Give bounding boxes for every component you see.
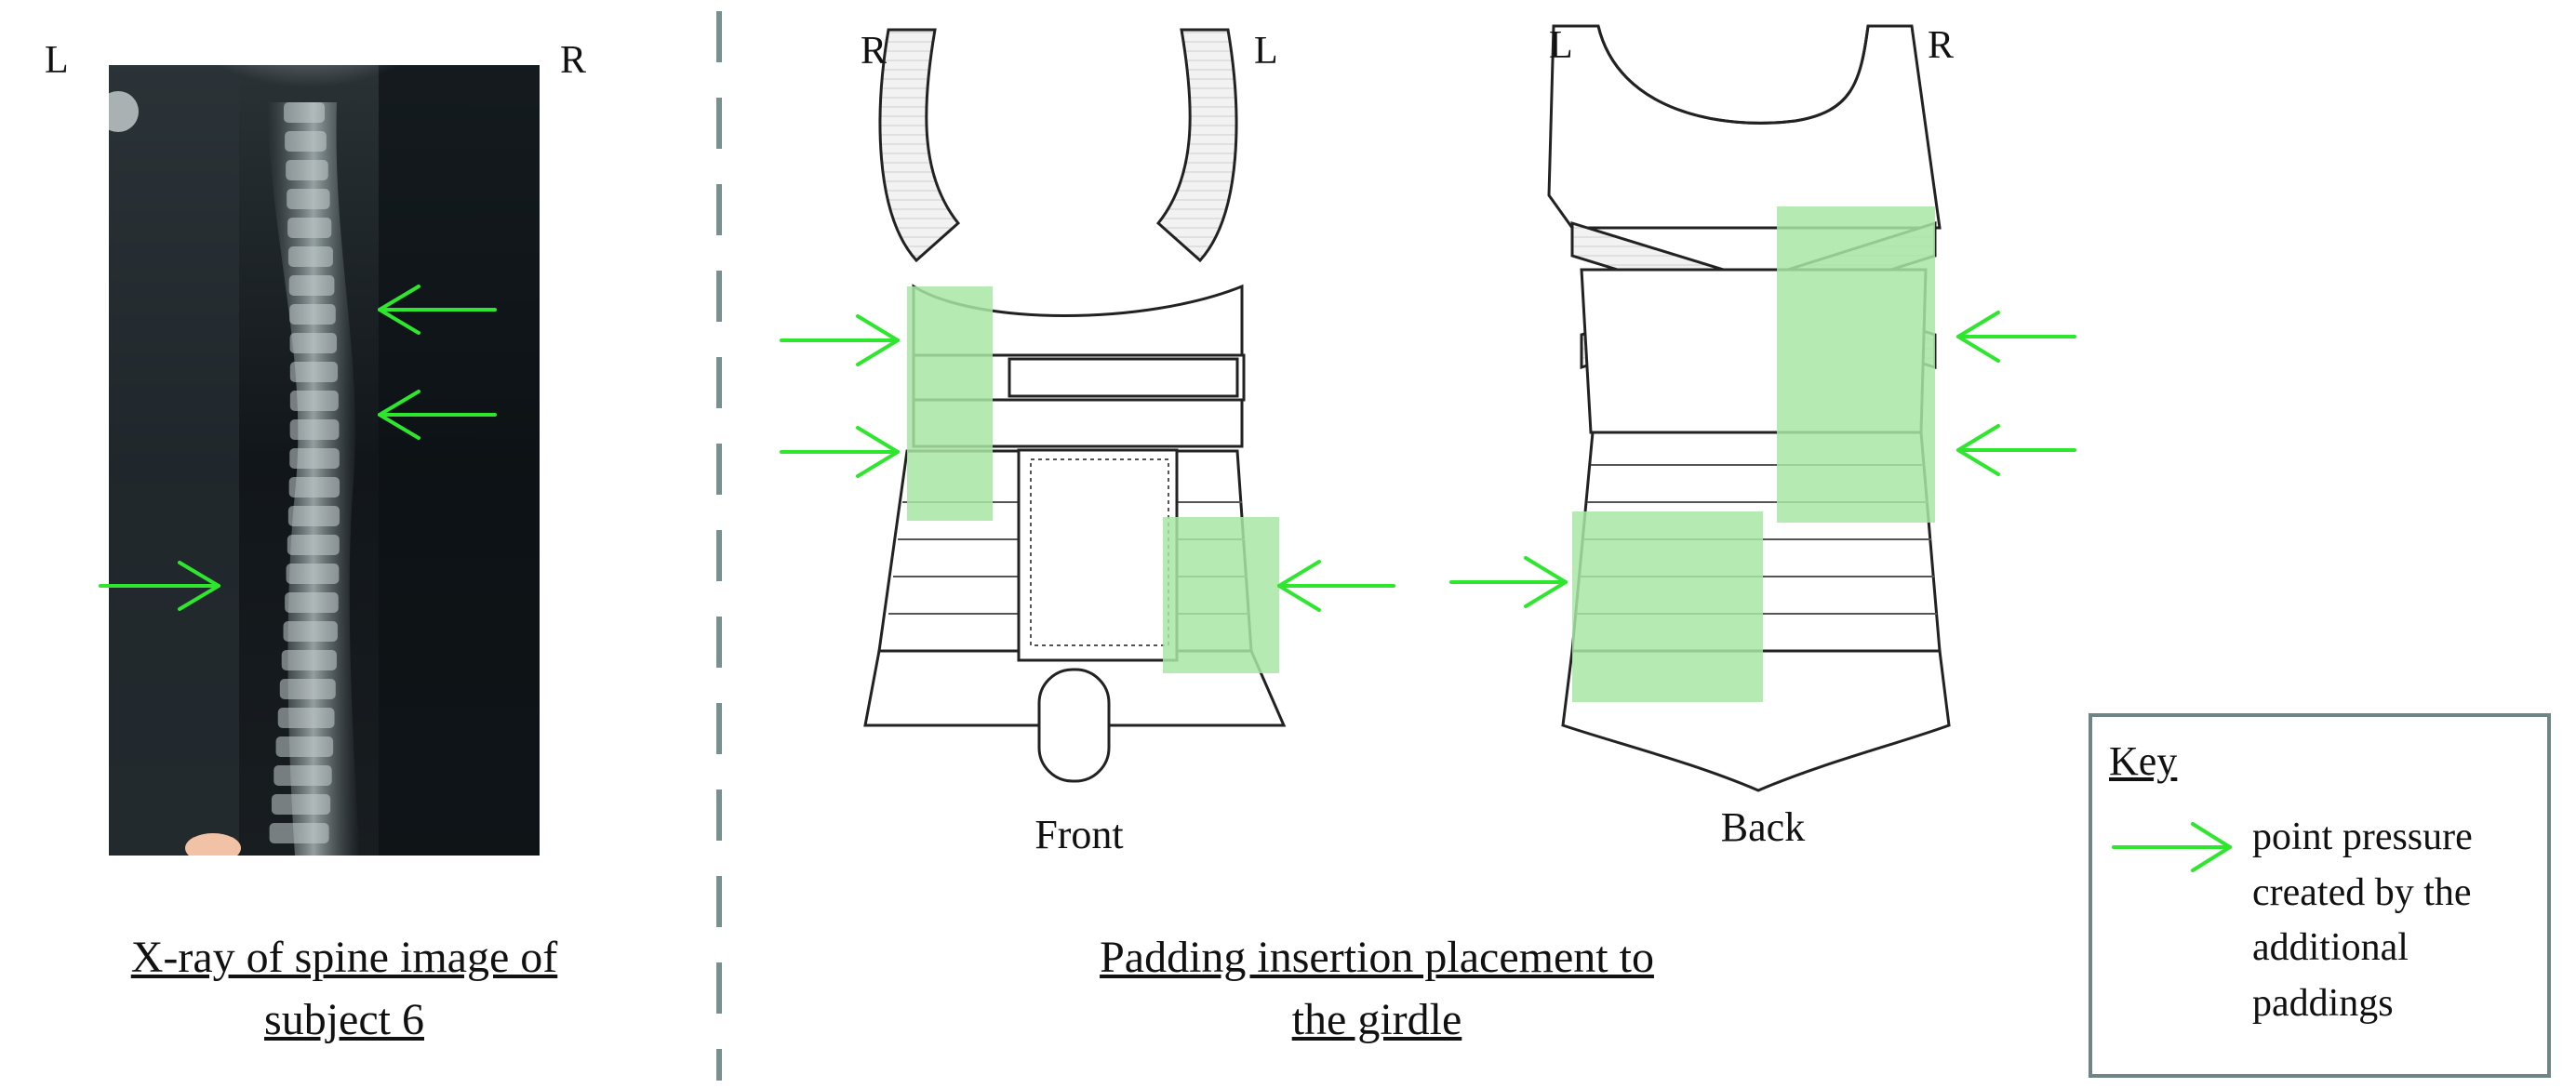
pressure-arrow-front-3 <box>1277 560 1395 612</box>
vertebra <box>286 160 328 180</box>
panel-divider <box>716 11 722 1081</box>
girdle-caption-line1: Padding insertion placement to <box>1100 933 1654 982</box>
xray-right-label: R <box>560 39 587 82</box>
vertebra <box>289 448 340 469</box>
vertebra <box>269 823 329 843</box>
vertebra <box>289 391 339 411</box>
vertebra <box>287 535 340 555</box>
vertebra <box>287 189 330 209</box>
vertebra <box>289 304 336 325</box>
front-right-label: R <box>861 30 888 73</box>
vertebra <box>285 592 339 613</box>
front-padding <box>907 286 1279 673</box>
vertebra <box>285 131 327 152</box>
front-left-label: L <box>1254 30 1278 73</box>
back-right-label: R <box>1928 24 1955 67</box>
vertebra <box>287 506 340 526</box>
vertebra <box>277 708 335 728</box>
pressure-arrow-front-2 <box>780 426 900 478</box>
pressure-arrow-back-1 <box>1449 556 1568 608</box>
vertebra <box>274 765 332 786</box>
back-left-label: L <box>1549 24 1573 67</box>
key-arrow-icon <box>2112 822 2232 872</box>
vertebra <box>289 333 337 353</box>
girdle-caption-line2: the girdle <box>1291 995 1462 1045</box>
vertebra <box>288 477 340 498</box>
vertebra <box>281 650 337 670</box>
vertebra <box>288 275 335 296</box>
girdle-caption: Padding insertion placement to the girdl… <box>1051 926 1702 1051</box>
xray-left-label: L <box>45 39 69 82</box>
vertebra <box>287 218 332 238</box>
pressure-arrow-back-3 <box>1956 424 2076 476</box>
pressure-arrow-back-2 <box>1956 311 2076 363</box>
vertebra <box>284 102 325 123</box>
back-padding <box>1572 206 1935 702</box>
front-title: Front <box>1034 812 1124 857</box>
xray-arrows <box>99 285 497 611</box>
vertebra <box>279 679 336 699</box>
legend-key: Key point pressure created by the additi… <box>2089 713 2551 1078</box>
pressure-arrow-xray-2 <box>378 390 497 440</box>
vertebra <box>289 419 340 440</box>
xray-spine-image <box>109 65 540 856</box>
pressure-arrow-xray-3 <box>99 561 220 611</box>
back-title: Back <box>1720 804 1806 850</box>
xray-caption-line1: X-ray of spine image of <box>130 933 558 982</box>
vertebra <box>283 621 338 642</box>
vertebra <box>286 564 340 584</box>
xray-caption: X-ray of spine image of subject 6 <box>56 926 633 1051</box>
key-description: point pressure created by the additional… <box>2252 816 2473 1025</box>
pressure-arrow-front-1 <box>780 314 900 366</box>
vertebra <box>287 246 333 267</box>
pressure-arrow-xray-1 <box>378 285 497 335</box>
vertebra <box>275 736 334 757</box>
xray-caption-line2: subject 6 <box>264 995 424 1045</box>
key-title: Key <box>2109 738 2178 784</box>
vertebra <box>289 362 339 382</box>
vertebra <box>271 794 331 815</box>
